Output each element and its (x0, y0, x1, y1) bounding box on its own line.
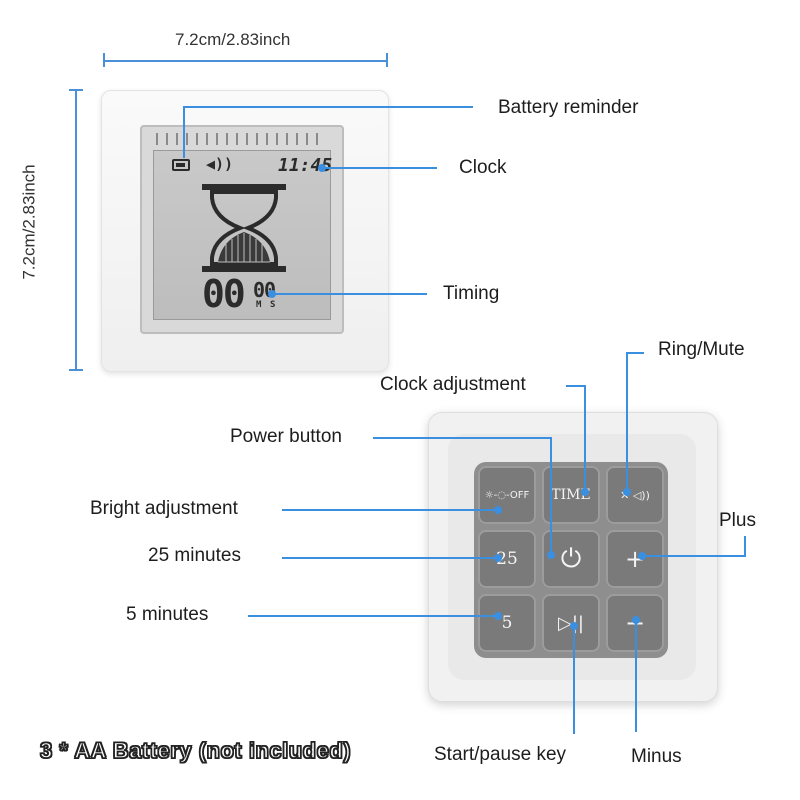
width-dimension-label: 7.2cm/2.83inch (175, 30, 291, 49)
height-dimension-cap-top (69, 89, 83, 91)
25-minutes-key[interactable]: 25 (478, 530, 536, 588)
minus-callout-line (635, 620, 637, 732)
speaker-icon: ◀)) (206, 155, 234, 173)
bright-callout-line (282, 509, 497, 511)
5-minutes-callout-dot (494, 612, 502, 620)
5-minutes-key[interactable]: 5 (478, 594, 536, 652)
minus-label: Minus (631, 746, 682, 767)
clock-callout-line (322, 167, 437, 169)
plus-callout-dot (638, 552, 646, 560)
power-callout-dot (547, 551, 555, 559)
plus-callout-line (642, 555, 746, 557)
battery-callout-line (183, 106, 473, 108)
power-callout-top (373, 437, 551, 439)
clock-adjust-callout-dot (581, 488, 589, 496)
battery-reminder-label: Battery reminder (498, 97, 639, 118)
plus-key[interactable]: + (606, 530, 664, 588)
clock-adjust-callout-line (584, 385, 586, 493)
25-minutes-callout-dot (494, 554, 502, 562)
5-minutes-label: 5 minutes (126, 604, 209, 625)
power-button-label: Power button (230, 426, 342, 447)
width-dimension-cap-left (103, 53, 105, 67)
hourglass-icon (202, 184, 286, 272)
height-dimension-label: 7.2cm/2.83inch (19, 164, 39, 280)
25-minutes-callout-line (282, 557, 497, 559)
25-minutes-label: 25 minutes (148, 545, 241, 566)
ring-mute-callout-dot (623, 488, 631, 496)
power-callout-line (550, 437, 552, 555)
height-dimension-cap-bottom (69, 369, 83, 371)
bright-adjust-key[interactable]: ☼-◌-OFF (478, 466, 536, 524)
timer-minutes: 00 (202, 272, 246, 316)
width-dimension-cap-right (386, 53, 388, 67)
ring-mute-label: Ring/Mute (658, 339, 745, 360)
clock-adjust-callout-top (566, 385, 584, 387)
battery-icon (172, 159, 190, 171)
unit-minutes-label: M (256, 300, 262, 310)
height-dimension-line (75, 90, 77, 370)
timing-callout-line (272, 293, 427, 295)
battery-callout-vertical (183, 106, 185, 158)
timing-label: Timing (443, 283, 500, 304)
clock-label: Clock (459, 157, 507, 178)
ring-mute-callout-top (626, 352, 644, 354)
screen-top-grille (156, 133, 326, 145)
bright-adjustment-label: Bright adjustment (90, 498, 238, 519)
bright-callout-dot (494, 506, 502, 514)
unit-seconds-label: S (270, 300, 276, 310)
start-pause-callout-line (573, 626, 575, 734)
plus-label: Plus (719, 510, 756, 531)
plus-callout-vertical (744, 536, 746, 556)
clock-adjustment-label: Clock adjustment (380, 374, 526, 395)
battery-note: 3 * AA Battery (not included) (39, 737, 352, 764)
width-dimension-line (104, 60, 388, 62)
start-pause-label: Start/pause key (434, 744, 567, 765)
ring-mute-callout-line (626, 352, 628, 492)
5-minutes-callout-line (248, 615, 496, 617)
ring-mute-key[interactable]: ✕ ◁)) (606, 466, 664, 524)
